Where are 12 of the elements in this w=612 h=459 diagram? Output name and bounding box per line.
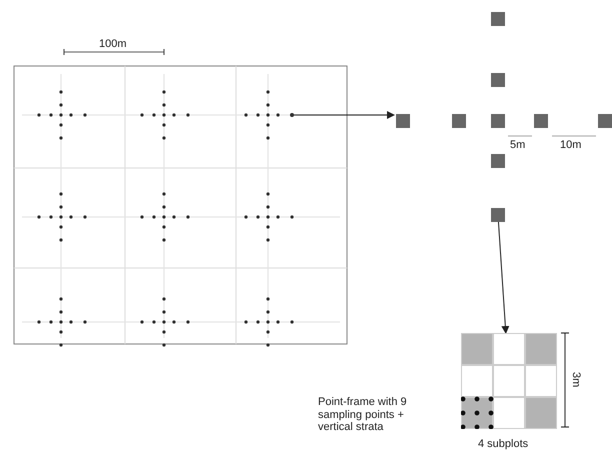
dimension-label: 10m: [560, 139, 582, 152]
subplot-square: [396, 114, 410, 128]
dimension-label: 3m: [569, 372, 582, 388]
dimension-label: 5m: [510, 139, 526, 152]
arrow: [498, 222, 510, 334]
sampling-point: [290, 113, 294, 117]
subplot-grid: [461, 333, 557, 429]
annotation-text: Point-frame with 9 sampling points + vertical strata: [318, 396, 408, 434]
subplot-square: [491, 208, 505, 222]
arrow: [294, 111, 395, 119]
caption-text: 4 subplots: [478, 438, 528, 451]
dimension-label: 100m: [99, 38, 127, 51]
